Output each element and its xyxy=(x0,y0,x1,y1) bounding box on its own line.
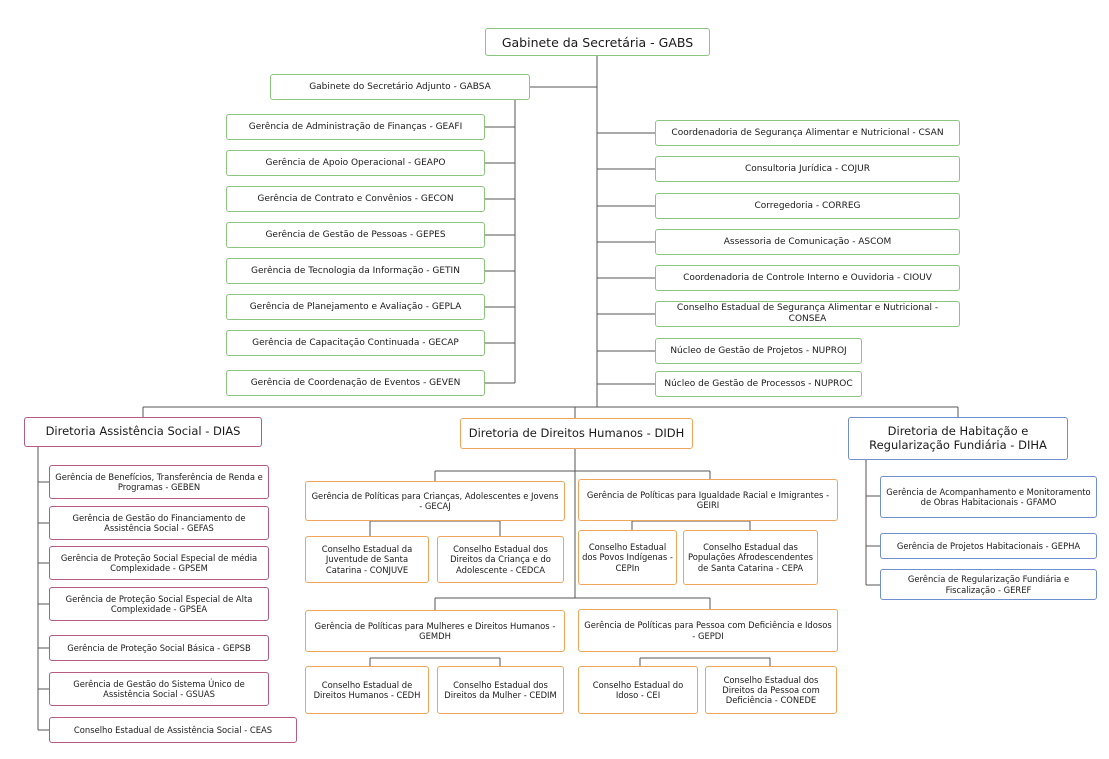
dias-label: Diretoria Assistência Social - DIAS xyxy=(45,424,241,439)
geven-box: Gerência de Coordenação de Eventos - GEV… xyxy=(226,370,485,396)
cepa-box: Conselho Estadual das Populações Afrodes… xyxy=(683,530,818,585)
geref-label: Gerência de Regularização Fundiária e Fi… xyxy=(907,574,1070,595)
diha-box: Diretoria de Habitação e Regularização F… xyxy=(848,417,1068,460)
gpsem-label: Gerência de Proteção Social Especial de … xyxy=(60,552,258,573)
cedca-box: Conselho Estadual dos Direitos da Crianç… xyxy=(437,536,564,583)
nuproj-label: Núcleo de Gestão de Projetos - NUPROJ xyxy=(670,345,847,356)
gepsb-box: Gerência de Proteção Social Básica - GEP… xyxy=(49,635,269,661)
gepes-box: Gerência de Gestão de Pessoas - GEPES xyxy=(226,222,485,248)
gabs-label: Gabinete da Secretária - GABS xyxy=(501,34,694,50)
gepha-label: Gerência de Projetos Habitacionais - GEP… xyxy=(896,540,1081,551)
geapo-box: Gerência de Apoio Operacional - GEAPO xyxy=(226,150,485,176)
ciouv-box: Coordenadoria de Controle Interno e Ouvi… xyxy=(655,265,960,291)
csan-box: Coordenadoria de Segurança Alimentar e N… xyxy=(655,120,960,146)
gepha-box: Gerência de Projetos Habitacionais - GEP… xyxy=(880,533,1097,559)
gepes-label: Gerência de Gestão de Pessoas - GEPES xyxy=(265,229,446,240)
geapo-label: Gerência de Apoio Operacional - GEAPO xyxy=(265,157,446,168)
gpsem-box: Gerência de Proteção Social Especial de … xyxy=(49,546,269,580)
geven-label: Gerência de Coordenação de Eventos - GEV… xyxy=(250,377,461,388)
gpsea-label: Gerência de Proteção Social Especial de … xyxy=(65,593,253,614)
csan-label: Coordenadoria de Segurança Alimentar e N… xyxy=(671,127,944,138)
nuproc-label: Núcleo de Gestão de Processos - NUPROC xyxy=(664,378,853,389)
gecap-box: Gerência de Capacitação Continuada - GEC… xyxy=(226,330,485,356)
nuproj-box: Núcleo de Gestão de Projetos - NUPROJ xyxy=(655,338,862,364)
cedh-label: Conselho Estadual de Direitos Humanos - … xyxy=(313,679,421,700)
ascom-label: Assessoria de Comunicação - ASCOM xyxy=(723,236,892,247)
cepin-label: Conselho Estadual dos Povos Indígenas - … xyxy=(582,542,673,573)
dias-box: Diretoria Assistência Social - DIAS xyxy=(24,417,262,447)
cojur-box: Consultoria Jurídica - COJUR xyxy=(655,156,960,182)
gsuas-label: Gerência de Gestão do Sistema Único de A… xyxy=(73,678,245,699)
gecon-box: Gerência de Contrato e Convênios - GECON xyxy=(226,186,485,212)
diha-label: Diretoria de Habitação e Regularização F… xyxy=(869,423,1047,452)
geafi-box: Gerência de Administração de Finanças - … xyxy=(226,114,485,140)
gecaj-box: Gerência de Políticas para Crianças, Ado… xyxy=(305,481,565,521)
gemdh-box: Gerência de Políticas para Mulheres e Di… xyxy=(305,610,565,652)
ciouv-label: Coordenadoria de Controle Interno e Ouvi… xyxy=(683,272,932,283)
gsuas-box: Gerência de Gestão do Sistema Único de A… xyxy=(49,672,269,706)
conjuve-label: Conselho Estadual da Juventude de Santa … xyxy=(321,544,413,575)
gepla-box: Gerência de Planejamento e Avaliação - G… xyxy=(226,294,485,320)
geiri-box: Gerência de Políticas para Igualdade Rac… xyxy=(578,479,838,521)
cojur-label: Consultoria Jurídica - COJUR xyxy=(744,163,871,174)
gecap-label: Gerência de Capacitação Continuada - GEC… xyxy=(252,337,459,348)
cei-box: Conselho Estadual do Idoso - CEI xyxy=(578,666,698,714)
cepin-box: Conselho Estadual dos Povos Indígenas - … xyxy=(578,530,677,585)
gepdi-label: Gerência de Políticas para Pessoa com De… xyxy=(584,620,832,641)
gecaj-label: Gerência de Políticas para Crianças, Ado… xyxy=(311,490,559,511)
cepa-label: Conselho Estadual das Populações Afrodes… xyxy=(687,542,814,573)
correg-label: Corregedoria - CORREG xyxy=(754,200,861,211)
gefas-box: Gerência de Gestão do Financiamento de A… xyxy=(49,506,269,540)
geiri-label: Gerência de Políticas para Igualdade Rac… xyxy=(586,489,830,510)
correg-box: Corregedoria - CORREG xyxy=(655,193,960,219)
cedim-label: Conselho Estadual dos Direitos da Mulher… xyxy=(444,679,557,700)
geafi-label: Gerência de Administração de Finanças - … xyxy=(248,121,463,132)
getin-box: Gerência de Tecnologia da Informação - G… xyxy=(226,258,485,284)
cei-label: Conselho Estadual do Idoso - CEI xyxy=(592,679,684,700)
consea-label: Conselho Estadual de Segurança Alimentar… xyxy=(676,303,939,324)
gepsb-label: Gerência de Proteção Social Básica - GEP… xyxy=(67,642,251,653)
conede-box: Conselho Estadual dos Direitos da Pessoa… xyxy=(705,666,837,714)
gecon-label: Gerência de Contrato e Convênios - GECON xyxy=(257,193,454,204)
geref-box: Gerência de Regularização Fundiária e Fi… xyxy=(880,569,1097,600)
gabsa-box: Gabinete do Secretário Adjunto - GABSA xyxy=(270,74,530,100)
consea-box: Conselho Estadual de Segurança Alimentar… xyxy=(655,301,960,327)
gepdi-box: Gerência de Políticas para Pessoa com De… xyxy=(578,609,838,652)
cedca-label: Conselho Estadual dos Direitos da Crianç… xyxy=(450,544,551,575)
ascom-box: Assessoria de Comunicação - ASCOM xyxy=(655,229,960,255)
conjuve-box: Conselho Estadual da Juventude de Santa … xyxy=(305,536,429,583)
ceas-box: Conselho Estadual de Assistência Social … xyxy=(49,717,297,743)
ceas-label: Conselho Estadual de Assistência Social … xyxy=(73,724,273,735)
geben-box: Gerência de Benefícios, Transferência de… xyxy=(49,465,269,499)
nuproc-box: Núcleo de Gestão de Processos - NUPROC xyxy=(655,371,862,397)
gfamo-box: Gerência de Acompanhamento e Monitoramen… xyxy=(880,476,1097,518)
cedim-box: Conselho Estadual dos Direitos da Mulher… xyxy=(437,666,564,714)
gemdh-label: Gerência de Políticas para Mulheres e Di… xyxy=(314,620,556,641)
geben-label: Gerência de Benefícios, Transferência de… xyxy=(55,471,263,492)
didh-box: Diretoria de Direitos Humanos - DIDH xyxy=(460,418,693,449)
gepla-label: Gerência de Planejamento e Avaliação - G… xyxy=(249,301,462,312)
gpsea-box: Gerência de Proteção Social Especial de … xyxy=(49,587,269,621)
gabsa-label: Gabinete do Secretário Adjunto - GABSA xyxy=(309,81,491,92)
gfamo-label: Gerência de Acompanhamento e Monitoramen… xyxy=(886,486,1091,507)
didh-label: Diretoria de Direitos Humanos - DIDH xyxy=(468,425,685,440)
gabs-box: Gabinete da Secretária - GABS xyxy=(485,28,710,56)
getin-label: Gerência de Tecnologia da Informação - G… xyxy=(251,265,460,276)
conede-label: Conselho Estadual dos Direitos da Pessoa… xyxy=(722,674,820,706)
cedh-box: Conselho Estadual de Direitos Humanos - … xyxy=(305,666,429,714)
gefas-label: Gerência de Gestão do Financiamento de A… xyxy=(72,512,246,533)
